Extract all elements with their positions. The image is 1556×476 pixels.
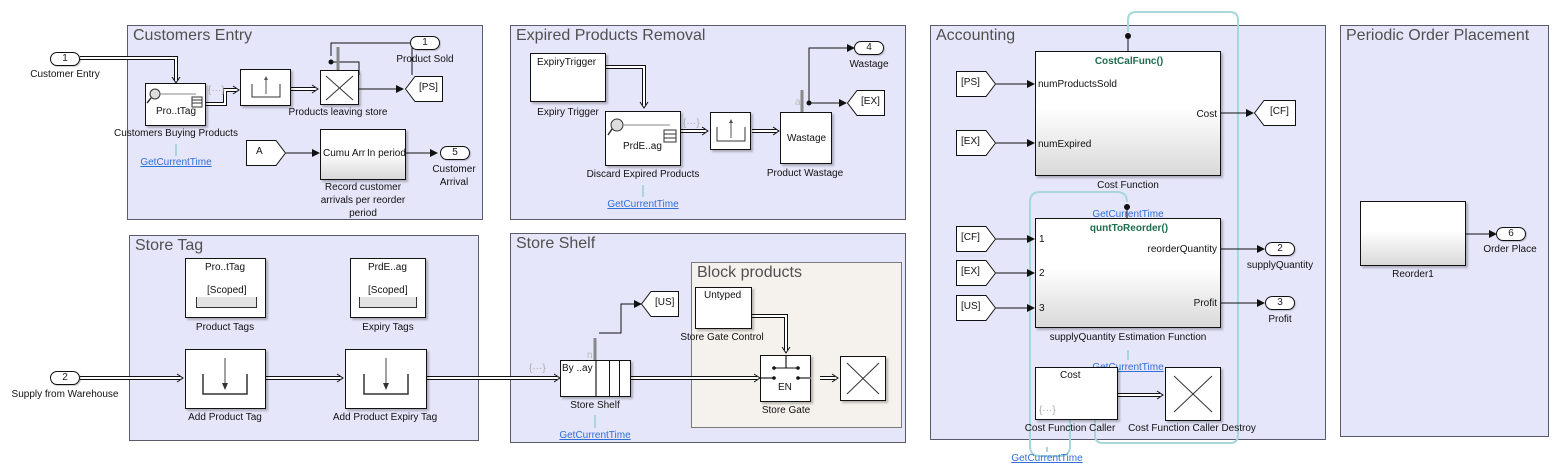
block-product-tags-label: Product Tags — [195, 322, 255, 333]
storage-tray-icon — [359, 297, 417, 308]
block-entity-server[interactable] — [240, 69, 291, 106]
block-cost-function[interactable]: CostCalFunc() numProductsSold numExpired… — [1035, 51, 1221, 176]
block-store-gate-label: Store Gate — [761, 405, 811, 416]
block-products-leaving-store-label: Products leaving store — [288, 107, 388, 118]
entity-terminator-icon — [1173, 375, 1213, 413]
block-customers-buying-products-label: Customers Buying Products — [114, 128, 238, 139]
block-expiry-tags[interactable]: PrdE..ag [Scoped] — [350, 258, 426, 318]
from-tag-ex-2[interactable]: [EX] — [956, 260, 997, 286]
block-customers-buying-products[interactable]: Pro..tTag — [145, 83, 206, 126]
bus-glyph: {···} — [1039, 405, 1056, 416]
entity-find-icon — [146, 88, 203, 108]
entity-terminator-icon — [846, 362, 880, 395]
outport-product-sold[interactable]: 1 — [410, 36, 440, 50]
inport-supply-from-warehouse-label: Supply from Warehouse — [11, 389, 119, 400]
block-expiry-trigger[interactable]: ExpiryTrigger — [530, 53, 606, 102]
entity-replicator-icon — [202, 358, 248, 395]
bus-glyph: {···} — [529, 363, 546, 374]
block-product-wastage-label: Product Wastage — [766, 168, 844, 179]
block-products-leaving-store[interactable] — [320, 70, 359, 105]
bus-glyph: {···} — [683, 118, 700, 129]
get-current-time-link[interactable]: GetCurrentTime — [559, 430, 631, 441]
area-title: Customers Entry — [133, 27, 253, 44]
area-title: Store Tag — [135, 237, 204, 254]
from-tag-ps[interactable]: [PS] — [956, 71, 997, 97]
from-tag-ex[interactable]: [EX] — [956, 130, 997, 156]
outport-supply-quantity[interactable]: 2 — [1265, 242, 1295, 256]
from-tag-us[interactable]: [US] — [956, 295, 997, 321]
get-current-time-link[interactable]: GetCurrentTime — [1092, 209, 1164, 220]
area-title: Store Shelf — [516, 235, 596, 252]
goto-tag-ps[interactable]: [PS] — [404, 76, 443, 102]
area-store-tag[interactable]: Store Tag — [129, 235, 479, 441]
entity-terminator-icon — [325, 75, 354, 101]
block-supply-quantity-estimation[interactable]: quntToReorder() 1 2 3 reorderQuantity Pr… — [1035, 218, 1221, 328]
queue-slots-icon — [595, 361, 610, 396]
area-title: Accounting — [936, 27, 1016, 44]
get-current-time-link[interactable]: GetCurrentTime — [140, 157, 212, 168]
outport-order-place-label: Order Place — [1483, 244, 1537, 255]
block-cost-function-caller-destroy-label: Cost Function Caller Destroy — [1128, 423, 1256, 434]
block-cost-function-caller-destroy[interactable] — [1165, 367, 1221, 421]
port-label-n: n — [587, 350, 593, 361]
block-entity-server-expired[interactable] — [710, 112, 751, 150]
area-title: Expired Products Removal — [516, 27, 706, 44]
block-product-tags[interactable]: Pro..tTag [Scoped] — [185, 258, 266, 318]
block-add-product-expiry-tag[interactable] — [345, 349, 427, 409]
outport-profit[interactable]: 3 — [1265, 296, 1295, 310]
outport-product-sold-label: Product Sold — [396, 54, 454, 65]
queue-slot-divider — [619, 361, 620, 396]
outport-supply-quantity-label: supplyQuantity — [1246, 260, 1314, 271]
block-cost-function-label: Cost Function — [1097, 180, 1159, 191]
block-store-gate-control-label: Store Gate Control — [680, 332, 764, 343]
block-cost-function-caller[interactable]: Cost {···} — [1035, 367, 1118, 420]
block-add-product-tag-label: Add Product Tag — [188, 412, 262, 423]
goto-tag-cf[interactable]: [CF] — [1253, 100, 1296, 126]
outport-customer-arrival[interactable]: 5 — [440, 146, 470, 160]
inport-customer-entry[interactable]: 1 — [50, 52, 80, 66]
server-queue-icon — [251, 76, 281, 98]
block-record-customer-arrivals[interactable]: Cumu Arr In period — [320, 129, 406, 180]
from-tag-a[interactable]: A — [246, 140, 287, 166]
block-expiry-trigger-label: Expiry Trigger — [537, 107, 599, 118]
inport-supply-from-warehouse[interactable]: 2 — [50, 371, 80, 385]
block-record-customer-arrivals-label: Record customer arrivals per reorder per… — [320, 182, 406, 219]
gate-switch-icon — [761, 356, 811, 380]
storage-tray-icon — [196, 297, 257, 308]
goto-tag-ex[interactable]: [EX] — [846, 90, 885, 116]
block-store-gate-terminator[interactable] — [840, 356, 886, 401]
entity-replicator-icon — [363, 358, 409, 395]
outport-wastage-label: Wastage — [849, 59, 889, 70]
port-label-a: a — [795, 97, 801, 108]
outport-wastage[interactable]: 4 — [854, 41, 884, 55]
block-expiry-tags-label: Expiry Tags — [362, 322, 414, 333]
goto-tag-us[interactable]: [US] — [640, 291, 679, 317]
bus-glyph: {···} — [208, 85, 225, 96]
block-store-gate[interactable]: EN — [760, 355, 811, 402]
block-store-shelf-label: Store Shelf — [570, 400, 620, 411]
get-current-time-link[interactable]: GetCurrentTime — [1092, 362, 1164, 373]
area-title: Periodic Order Placement — [1346, 27, 1530, 44]
area-title: Block products — [697, 264, 802, 281]
block-add-product-expiry-tag-label: Add Product Expiry Tag — [332, 412, 438, 423]
block-store-gate-control[interactable]: Untyped — [695, 287, 752, 329]
outport-order-place[interactable]: 6 — [1496, 227, 1526, 241]
block-reorder1-label: Reorder1 — [1392, 269, 1434, 280]
from-tag-cf[interactable]: [CF] — [956, 226, 997, 252]
block-add-product-tag[interactable] — [185, 349, 266, 409]
entity-find-icon — [607, 118, 677, 143]
inport-customer-entry-label: Customer Entry — [30, 69, 100, 80]
get-current-time-link[interactable]: GetCurrentTime — [607, 199, 679, 210]
block-supply-quantity-estimation-label: supplyQuantity Estimation Function — [1049, 332, 1207, 343]
block-discard-expired-products[interactable]: PrdE..ag — [605, 111, 681, 166]
get-current-time-link[interactable]: GetCurrentTime — [1011, 453, 1083, 464]
block-cost-function-caller-label: Cost Function Caller — [1024, 423, 1116, 434]
outport-profit-label: Profit — [1268, 314, 1292, 325]
server-queue-icon — [716, 119, 746, 142]
block-discard-expired-products-label: Discard Expired Products — [586, 169, 700, 180]
block-store-shelf[interactable]: By ..ay — [560, 360, 631, 397]
block-reorder1[interactable] — [1360, 201, 1466, 266]
block-product-wastage[interactable]: Wastage — [780, 112, 832, 164]
